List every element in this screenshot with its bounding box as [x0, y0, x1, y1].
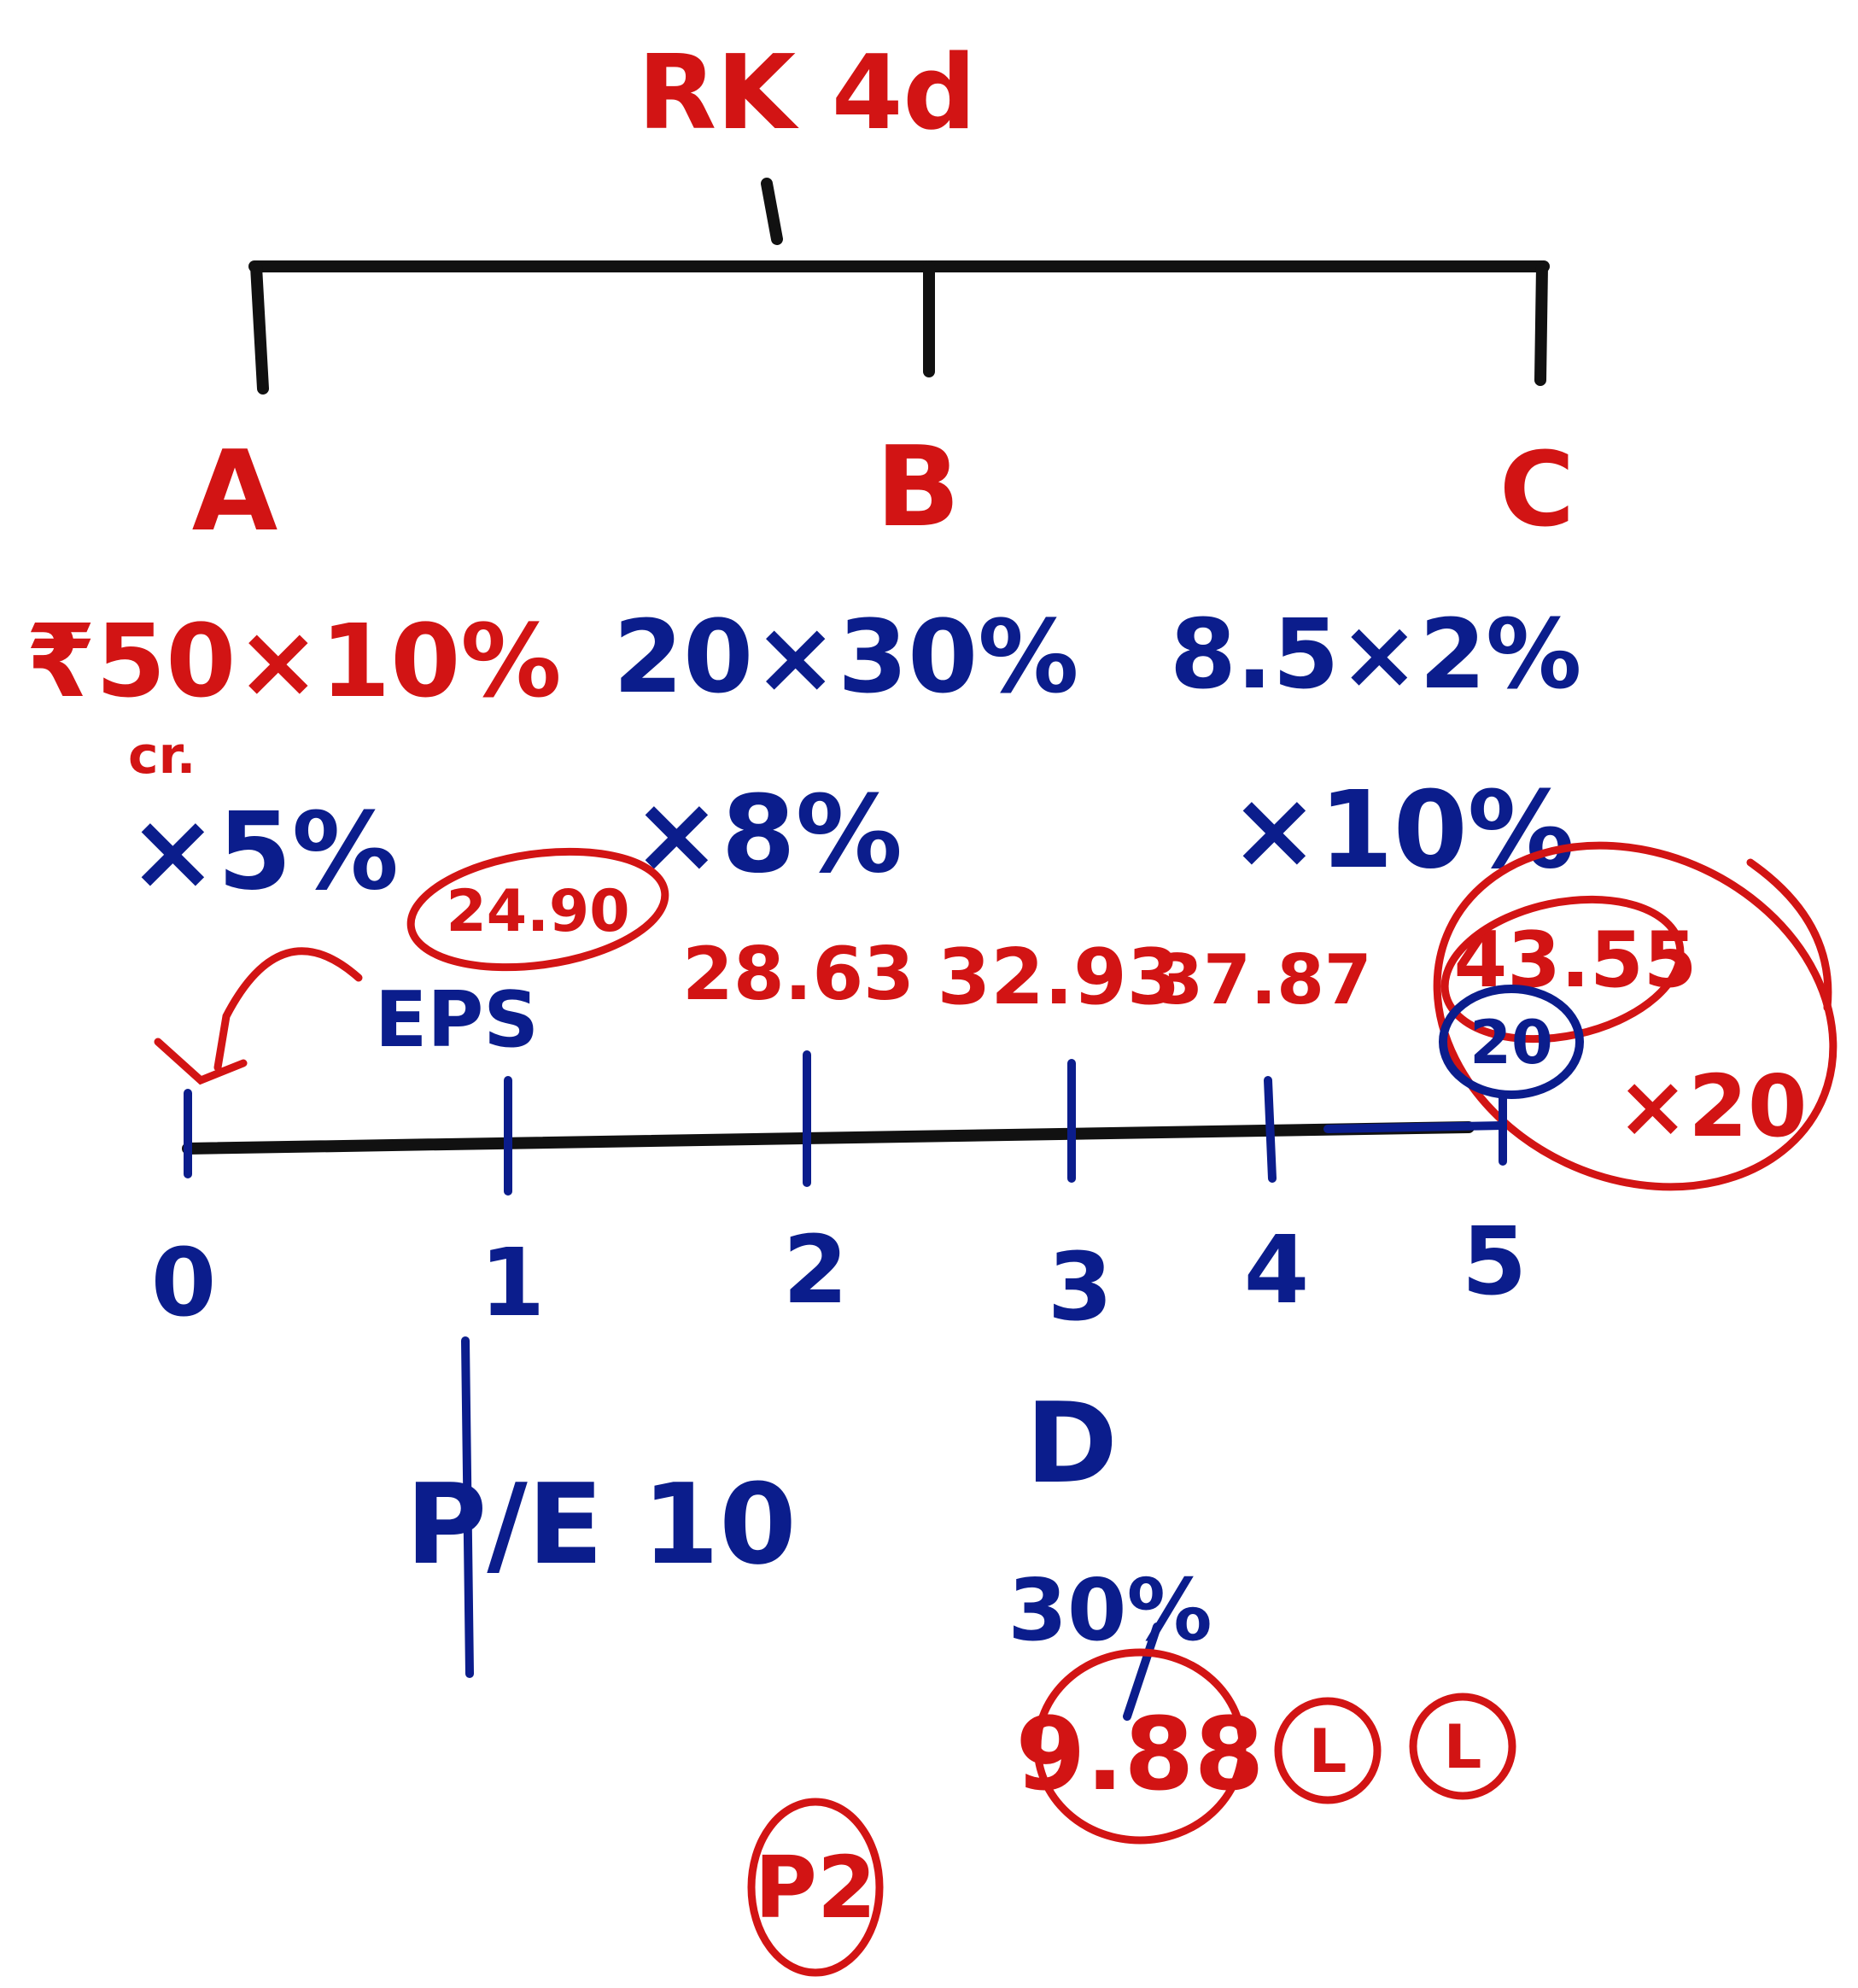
d-value: 9.88	[1015, 1695, 1264, 1813]
growth-factor-c: ×10%	[1230, 769, 1575, 892]
timeline	[182, 1050, 1507, 1196]
eps-value-year1: 24.90	[446, 878, 629, 945]
clock-mark-circle-1	[1274, 1697, 1382, 1804]
pe-note: P/E 10	[406, 1459, 797, 1589]
terminal-value-circle	[1433, 841, 1838, 1191]
d-rate-stroke	[1123, 1623, 1161, 1721]
timeline-axis	[182, 1121, 1475, 1155]
multiplier-note: ×20	[1617, 1056, 1808, 1156]
circled-multiple: 20	[1469, 1008, 1552, 1078]
eps-label: EPS	[375, 975, 539, 1065]
growth-factor-a: ×5%	[128, 790, 399, 914]
tree-connectors	[248, 178, 1550, 395]
eps-value-year3: 32.93	[938, 933, 1181, 1022]
timeline-label-4: 4	[1244, 1215, 1310, 1324]
eps-value-year4: 37.87	[1155, 940, 1371, 1020]
branch-label-c: C	[1499, 431, 1575, 550]
timeline-label-5: 5	[1462, 1207, 1528, 1316]
small-note: cr.	[128, 726, 196, 786]
discount-arrowhead	[154, 1038, 248, 1085]
branch-c-assumption: 8.5×2%	[1170, 599, 1581, 710]
title-stem	[761, 178, 783, 245]
timeline-label-1: 1	[480, 1228, 546, 1337]
eps-year1-circle	[406, 847, 669, 972]
d-label: D	[1025, 1378, 1118, 1508]
terminal-value-strokes	[1746, 858, 1832, 1012]
timeline-tick-4	[1264, 1076, 1277, 1183]
page-tag: P2	[755, 1838, 877, 1938]
eps-value-year2: 28.63	[682, 932, 914, 1017]
branch-label-a: A	[192, 426, 278, 556]
timeline-label-2: 2	[783, 1215, 849, 1324]
branch-c-line	[1534, 260, 1548, 386]
timeline-extension	[1323, 1121, 1507, 1133]
timeline-label-0: 0	[151, 1228, 217, 1337]
clock-mark-circle-2	[1409, 1693, 1516, 1800]
timeline-label-3: 3	[1048, 1232, 1113, 1342]
growth-factor-b: ×8%	[632, 773, 903, 897]
clock-mark-2: L	[1444, 1712, 1482, 1782]
diagram-title: RK 4d	[638, 34, 977, 153]
branch-b-assumption: 20×30%	[613, 598, 1079, 716]
d-value-circle	[1033, 1648, 1247, 1845]
pe-divider-line	[461, 1336, 474, 1678]
page-tag-circle	[747, 1798, 884, 1977]
branch-label-b: B	[875, 422, 960, 552]
branch-a-line	[250, 260, 269, 395]
clock-mark-1: L	[1309, 1716, 1347, 1786]
branch-a-assumption: ₹50×10%	[26, 602, 562, 720]
multiple-circle	[1439, 985, 1584, 1099]
discount-arrow	[213, 947, 363, 1072]
d-rate: 30%	[1008, 1560, 1212, 1660]
